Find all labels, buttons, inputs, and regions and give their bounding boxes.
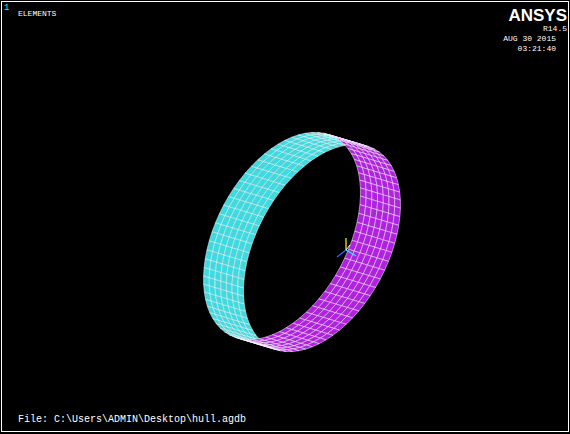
plot-date: AUG 30 2015: [503, 35, 556, 43]
shell-element: [383, 251, 392, 262]
shell-element: [379, 260, 389, 271]
shell-element: [244, 242, 253, 253]
shell-element: [263, 199, 274, 209]
plot-type: ELEMENTS: [18, 10, 56, 18]
shell-element: [364, 145, 375, 149]
shell-element: [258, 207, 269, 217]
inner-surface: [204, 132, 370, 349]
shell-element: [269, 348, 280, 351]
outer-surface: [235, 135, 401, 352]
shell-element: [386, 242, 395, 253]
shell-mesh: [204, 132, 401, 351]
file-path: File: C:\Users\ADMIN\Desktop\hull.agdb: [18, 415, 246, 425]
shell-element: [254, 215, 264, 225]
plot-time: 03:21:40: [518, 45, 556, 53]
shell-element: [365, 286, 376, 296]
product-logo: ANSYS: [508, 7, 567, 24]
release-number: R14.5: [543, 25, 567, 33]
shell-element: [250, 224, 260, 235]
shell-element: [246, 233, 255, 244]
shell-element: [375, 269, 385, 279]
axis-triad: [337, 238, 356, 257]
window-number: 1: [4, 4, 9, 13]
shell-element: [370, 277, 381, 287]
